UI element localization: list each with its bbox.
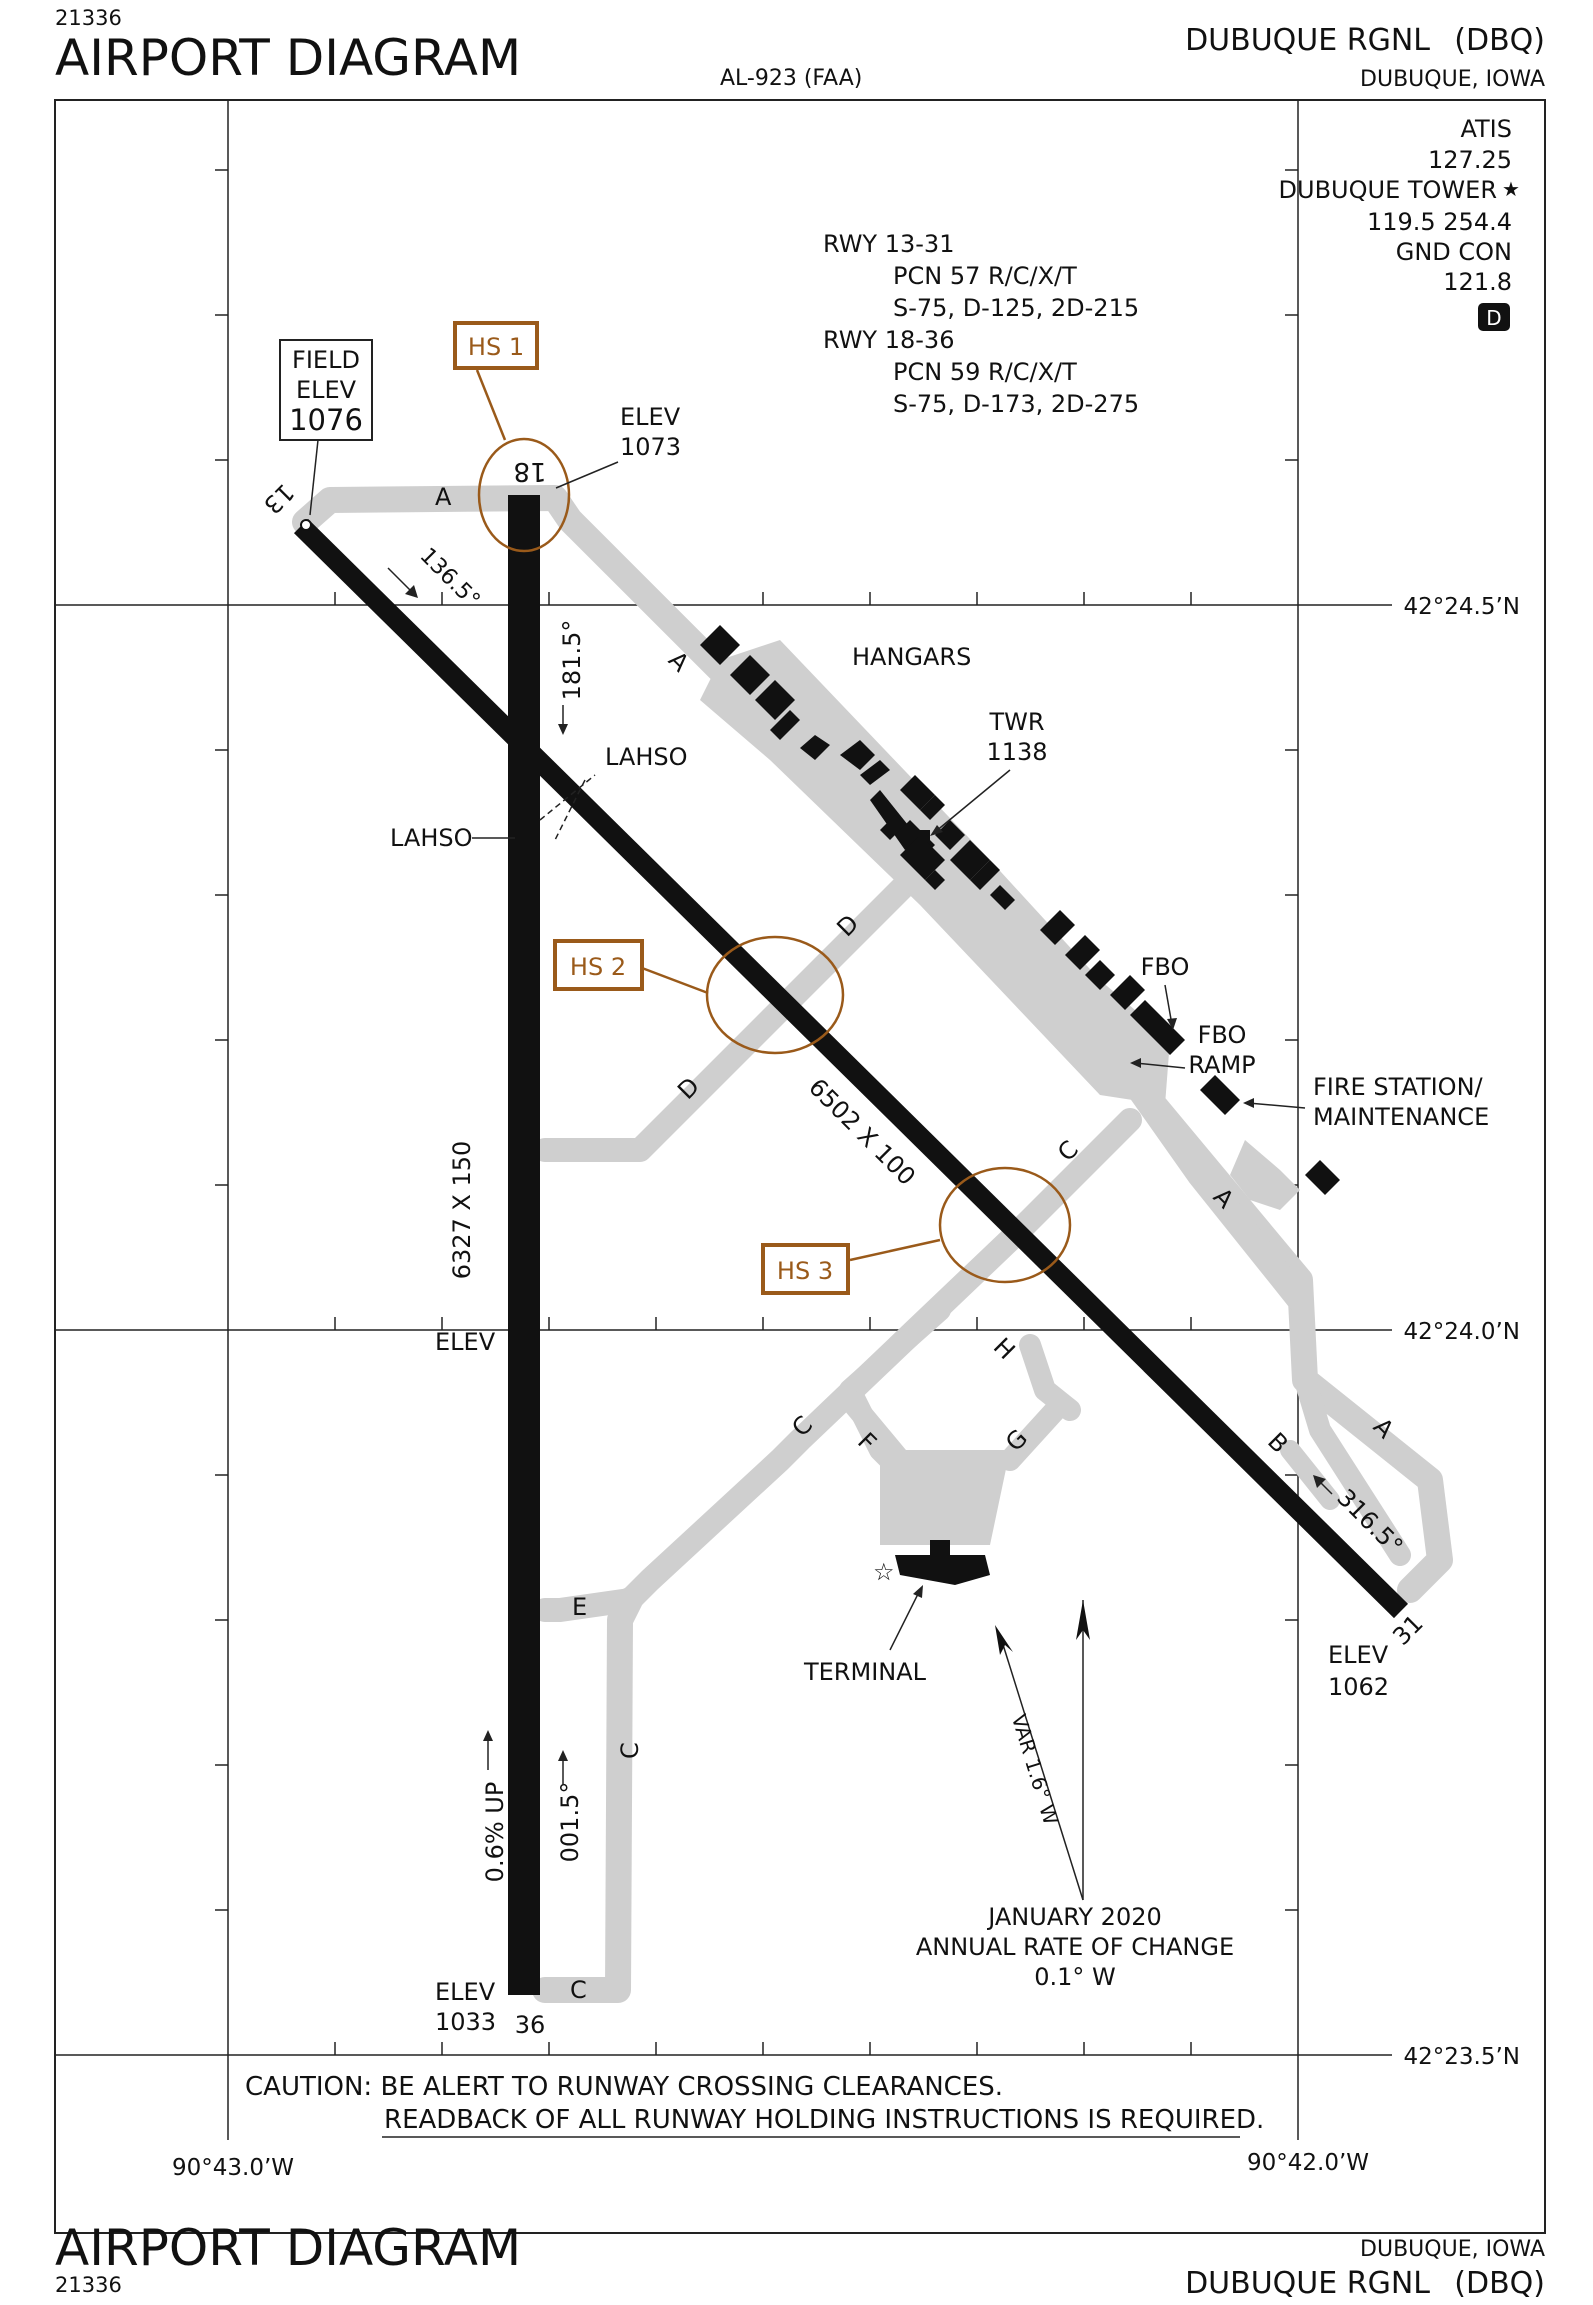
gnd-label: GND CON: [1396, 238, 1512, 266]
atis-label: ATIS: [1460, 115, 1512, 143]
north-arrows: [999, 1600, 1084, 1901]
hangar-buildings: [700, 625, 1340, 1195]
rwy-36-label: 36: [515, 2011, 546, 2039]
fire-station-label-2: MAINTENANCE: [1313, 1103, 1489, 1131]
heading-13: 136.5°: [415, 543, 485, 613]
hot-spot-graphics: [475, 369, 1072, 1284]
heading-18: 181.5°: [558, 620, 586, 701]
hot-spot-boxes: HS 1 HS 2 HS 3: [453, 321, 850, 1295]
lon-label-2: 90°42.0’W: [1247, 2150, 1369, 2176]
hs1-box: [453, 321, 539, 370]
elev-36-value: 1033: [435, 2008, 496, 2036]
field-elev-line2: ELEV: [296, 376, 357, 404]
dims-18-36: 6327 X 150: [448, 1141, 476, 1280]
taxiway-e-label: E: [572, 1593, 587, 1621]
fire-station-label-1: FIRE STATION/: [1313, 1073, 1484, 1101]
heading-36: 001.5°: [556, 1782, 584, 1863]
footer-airport-name: DUBUQUE RGNL: [1185, 2266, 1430, 2301]
elev-31-value: 1062: [1328, 1673, 1389, 1701]
footer-city-state: DUBUQUE, IOWA: [1360, 2237, 1545, 2262]
hangars-label: HANGARS: [852, 643, 971, 671]
elev-36-word-2: ELEV: [435, 1978, 496, 2006]
magnetic-north-arrow-icon: [995, 1625, 1013, 1655]
runway-18-36: [508, 495, 540, 1995]
tower-label: DUBUQUE TOWER: [1279, 176, 1497, 204]
footer-title: AIRPORT DIAGRAM: [55, 2219, 521, 2277]
terminal-building: [895, 1540, 990, 1585]
fbo-ramp-label-1: FBO: [1198, 1021, 1247, 1049]
tower-freq: 119.5 254.4: [1367, 208, 1512, 236]
elev-36-word: ELEV: [435, 1328, 496, 1356]
d-atis-icon: [1478, 303, 1510, 331]
runway-13-31: [293, 518, 1409, 1619]
taxiway-a-label-1: A: [435, 483, 452, 511]
d-atis-label: D: [1486, 306, 1501, 330]
gradient-label: 0.6% UP: [481, 1782, 509, 1883]
field-elev-box: [279, 339, 373, 441]
gnd-freq: 121.8: [1443, 268, 1512, 296]
terminal-star-icon: ☆: [873, 1558, 895, 1586]
hs1-label: HS 1: [468, 333, 524, 361]
change-line2: ANNUAL RATE OF CHANGE: [916, 1933, 1234, 1961]
terminal-label: TERMINAL: [803, 1658, 927, 1686]
elev-18-value: 1073: [620, 433, 681, 461]
fbo-ramp-label-2: RAMP: [1188, 1051, 1255, 1079]
elev-31-word: ELEV: [1328, 1641, 1389, 1669]
taxiway-h-label: H: [988, 1332, 1021, 1365]
header-airport-id: (DBQ): [1454, 23, 1545, 58]
chart-frame: [54, 99, 1546, 2234]
caution-line2: READBACK OF ALL RUNWAY HOLDING INSTRUCTI…: [384, 2105, 1264, 2135]
twr-elev: 1138: [986, 738, 1047, 766]
taxiway-network: [292, 485, 1453, 2003]
hs2-box: [553, 939, 644, 991]
graticule-ticks: [215, 169, 1298, 2055]
footer-procedure-number: 21336: [55, 2273, 122, 2297]
fbo-label: FBO: [1141, 953, 1190, 981]
taxiway-c-label-4: C: [570, 1976, 587, 2004]
tower-star-icon: ★: [1502, 177, 1520, 201]
change-line3: 0.1° W: [1034, 1963, 1116, 1991]
twr-label: TWR: [988, 708, 1044, 736]
change-line1: JANUARY 2020: [986, 1903, 1162, 1931]
lahso-label-1: LAHSO: [605, 743, 688, 771]
rwy1-weights: S-75, D-125, 2D-215: [893, 294, 1139, 322]
header-chart-id: AL-923 (FAA): [720, 66, 862, 91]
tower-marker: [918, 830, 930, 842]
caution-line1: CAUTION: BE ALERT TO RUNWAY CROSSING CLE…: [245, 2072, 1003, 2102]
lon-label-1: 90°43.0’W: [172, 2155, 294, 2181]
rwy-13-threshold-marker: [300, 519, 312, 531]
rwy-18-label: 18: [513, 456, 546, 486]
rwy-13-label: 13: [258, 478, 299, 519]
rwy2-weights: S-75, D-173, 2D-275: [893, 390, 1139, 418]
lahso-label-2: LAHSO: [390, 824, 473, 852]
field-elev-value: 1076: [289, 403, 363, 437]
hs2-label: HS 2: [570, 953, 626, 981]
header-procedure-number: 21336: [55, 6, 122, 30]
hs3-box: [761, 1243, 850, 1295]
lat-label-3: 42°23.5’N: [1404, 2044, 1521, 2070]
footer-airport-id: (DBQ): [1454, 2266, 1545, 2301]
lat-label-1: 42°24.5’N: [1404, 594, 1521, 620]
rwy2-label: RWY 18-36: [823, 326, 954, 354]
header-city-state: DUBUQUE, IOWA: [1360, 67, 1545, 92]
rwy2-pcn: PCN 59 R/C/X/T: [893, 358, 1077, 386]
true-north-arrow-icon: [1076, 1600, 1090, 1640]
hs3-label: HS 3: [777, 1257, 833, 1285]
rwy1-label: RWY 13-31: [823, 230, 954, 258]
field-elev-line1: FIELD: [292, 346, 360, 374]
atis-freq: 127.25: [1428, 146, 1512, 174]
rwy1-pcn: PCN 57 R/C/X/T: [893, 262, 1077, 290]
taxiway-c-label-3: C: [616, 1742, 644, 1759]
elev-18-word: ELEV: [620, 403, 681, 431]
header-airport-name: DUBUQUE RGNL: [1185, 23, 1430, 58]
header-title: AIRPORT DIAGRAM: [55, 29, 521, 87]
lat-label-2: 42°24.0’N: [1404, 1319, 1521, 1345]
variation-label: VAR 1.6° W: [1007, 1711, 1063, 1828]
